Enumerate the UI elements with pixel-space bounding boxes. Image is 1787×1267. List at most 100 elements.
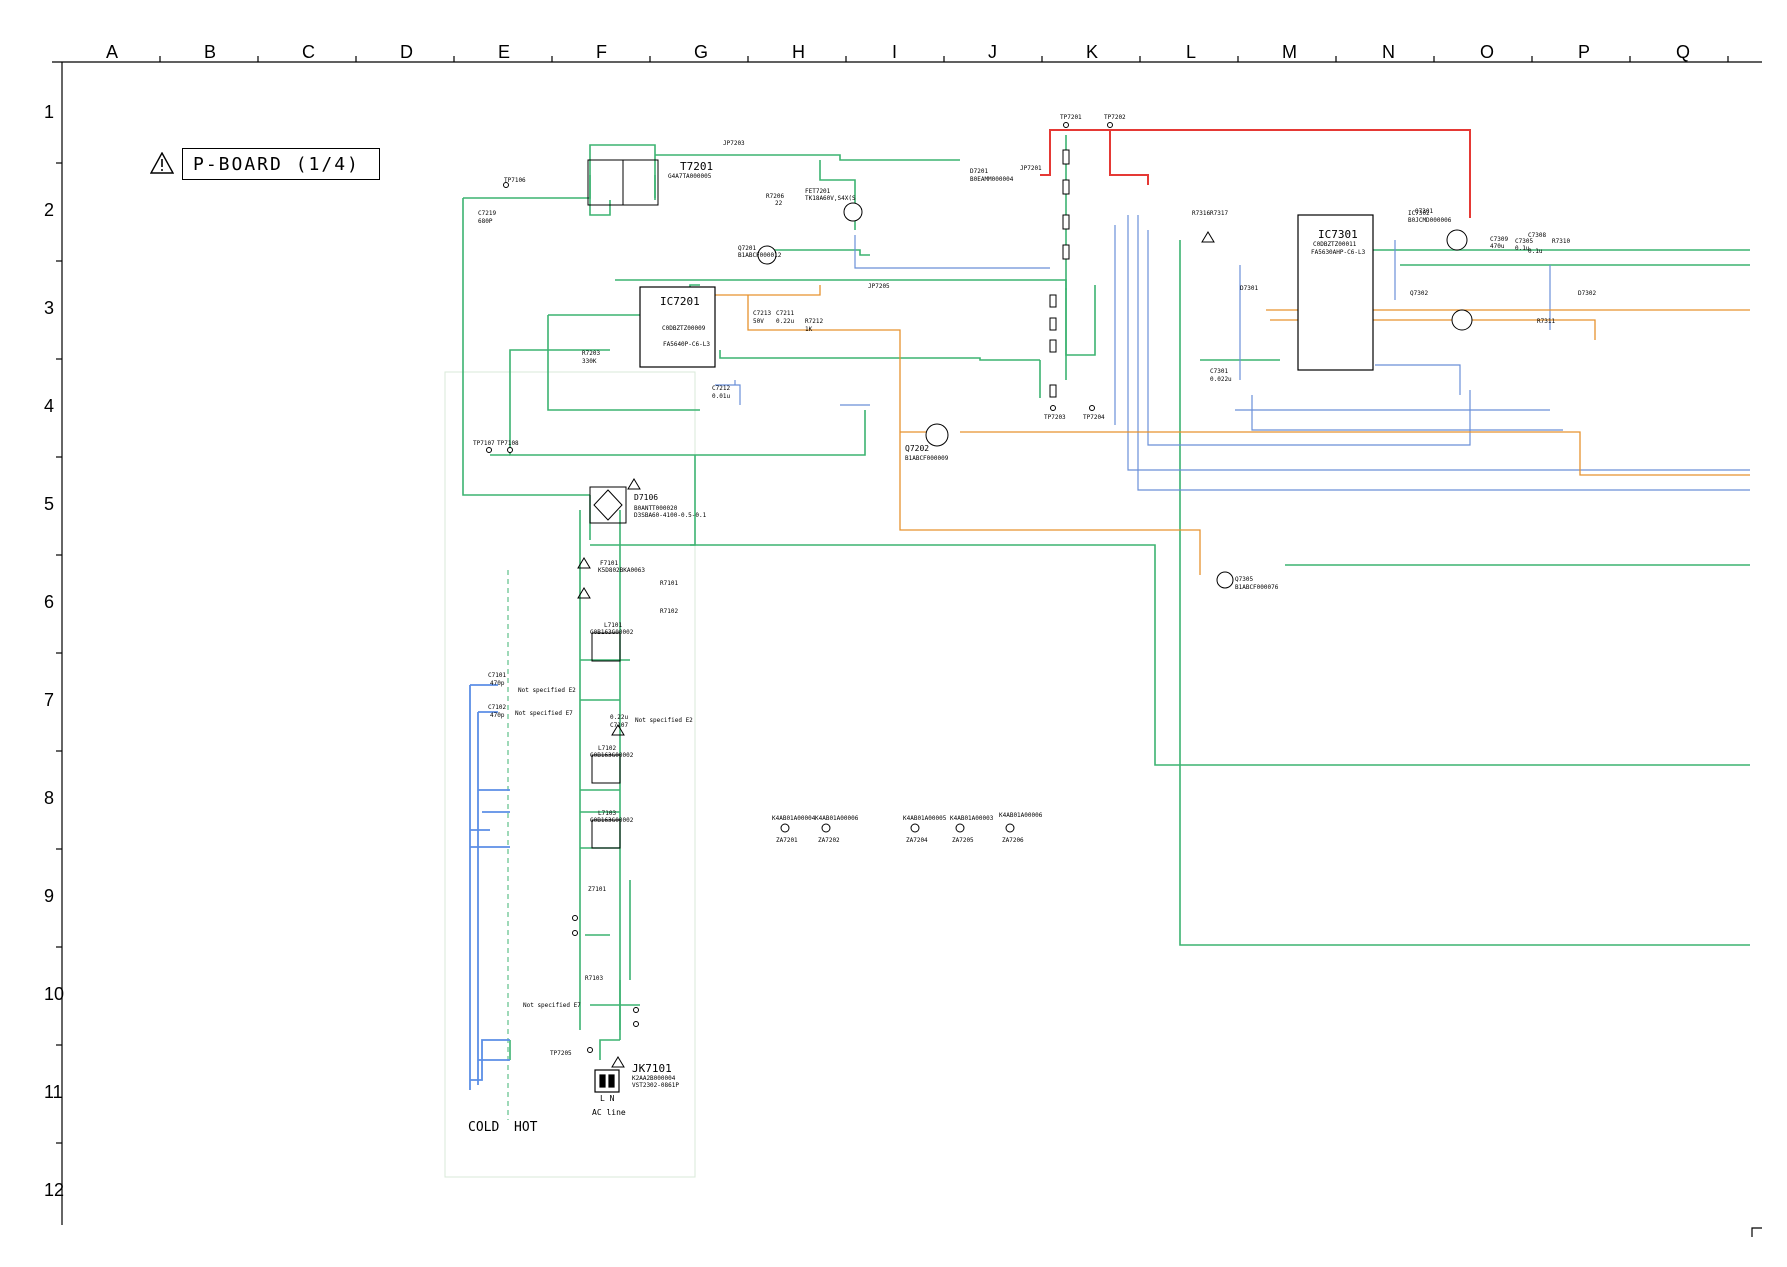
row-header: 1 bbox=[44, 102, 55, 122]
col-header: G bbox=[694, 42, 709, 62]
row-header: 7 bbox=[44, 690, 55, 710]
za-part-1: K4AB01A00004 bbox=[772, 815, 816, 822]
ic7201-part: C0DBZTZ00009 bbox=[662, 325, 706, 332]
c7301-label: C7301 bbox=[1210, 368, 1229, 375]
ac-line-label: AC line bbox=[592, 1108, 626, 1117]
l7103-part: G0B163G00002 bbox=[590, 817, 634, 824]
r7203-label: R7203 bbox=[582, 350, 601, 357]
c7211-value: 0.22u bbox=[776, 318, 795, 325]
c7308-value: 0.1u bbox=[1528, 248, 1543, 255]
d7106-sub: D3SBA60-4100-0.5-0.1 bbox=[634, 512, 707, 519]
r7103-label: R7103 bbox=[585, 975, 604, 982]
jk7101-part: K2AA2B000004 bbox=[632, 1075, 676, 1082]
ic7201-sub: FA5640P-C6-L3 bbox=[663, 341, 710, 348]
ic7301-part: C0DBZTZ00011 bbox=[1313, 241, 1357, 248]
c7212-label: C7212 bbox=[712, 385, 731, 392]
row-header: 2 bbox=[44, 200, 55, 220]
red-wires bbox=[1040, 129, 1471, 218]
ic7201-ref: IC7201 bbox=[660, 295, 700, 308]
row-header: 12 bbox=[44, 1180, 65, 1200]
col-header: H bbox=[792, 42, 805, 62]
l7101-label: L7101 bbox=[604, 622, 623, 629]
r7206-value: 22 bbox=[775, 200, 783, 207]
col-header: N bbox=[1382, 42, 1395, 62]
tp7205-label: TP7205 bbox=[550, 1050, 572, 1057]
r7310-label: R7310 bbox=[1552, 238, 1571, 245]
d7302-label: D7302 bbox=[1578, 290, 1597, 297]
col-header: F bbox=[596, 42, 607, 62]
row-header: 9 bbox=[44, 886, 55, 906]
row-header: 5 bbox=[44, 494, 55, 514]
col-header: M bbox=[1282, 42, 1297, 62]
c7212-value: 0.01u bbox=[712, 393, 731, 400]
c7219-value: 680P bbox=[478, 218, 493, 225]
fet7201-part: TK18A60V,S4X(S bbox=[805, 195, 856, 202]
jp7205-label: JP7205 bbox=[868, 283, 890, 290]
not-specified-2: Not specified E7 bbox=[515, 710, 573, 717]
r7102-label: R7102 bbox=[660, 608, 679, 615]
za-part-4: K4AB01A00003 bbox=[950, 815, 994, 822]
q7302-label: Q7302 bbox=[1410, 290, 1429, 297]
primary-region bbox=[444, 371, 696, 1178]
d7106-part: B0ANTT000020 bbox=[634, 505, 678, 512]
frame bbox=[52, 56, 1762, 1237]
r7212-value: 1K bbox=[805, 326, 813, 333]
jp7201-label: JP7201 bbox=[1020, 165, 1042, 172]
c7305-value: 0.1u bbox=[1515, 245, 1530, 252]
t7201-ref: T7201 bbox=[680, 160, 714, 173]
hot-zone-label: HOT bbox=[514, 1120, 538, 1135]
c7101-label: C7101 bbox=[488, 672, 507, 679]
r7311-label: R7311 bbox=[1537, 318, 1556, 325]
col-header: P bbox=[1578, 42, 1591, 62]
r7316-label: R7316 bbox=[1192, 210, 1211, 217]
row-header: 4 bbox=[44, 396, 55, 416]
q7305-part: B1ABCF000076 bbox=[1235, 584, 1279, 591]
tp7201-label: TP7201 bbox=[1060, 114, 1082, 121]
za7201-label: ZA7201 bbox=[776, 837, 798, 844]
ln-label: L N bbox=[600, 1094, 615, 1103]
d7201-part: B0EAMM000004 bbox=[970, 176, 1014, 183]
c7213-label: C7213 bbox=[753, 310, 772, 317]
d7106-bridge bbox=[589, 486, 627, 524]
ic7301-body bbox=[1297, 214, 1374, 371]
row-header: 11 bbox=[44, 1082, 63, 1102]
ic7301-ref: IC7301 bbox=[1318, 228, 1358, 241]
jk7101-ref: JK7101 bbox=[632, 1062, 672, 1075]
q7202-ref: Q7202 bbox=[905, 444, 930, 453]
c7101-value: 470p bbox=[490, 680, 505, 687]
za7202-label: ZA7202 bbox=[818, 837, 840, 844]
tp7202-label: TP7202 bbox=[1104, 114, 1126, 121]
q7201-part: B1ABCF000012 bbox=[738, 252, 782, 259]
tp7106-label: TP7106 bbox=[504, 177, 526, 184]
col-header: Q bbox=[1676, 42, 1691, 62]
za-part-5: K4AB01A00006 bbox=[999, 812, 1043, 819]
ground-wires bbox=[469, 684, 510, 1090]
c7213-value: 50V bbox=[753, 318, 764, 325]
c7107-label: C7107 bbox=[610, 722, 629, 729]
c7308-label: C7308 bbox=[1528, 232, 1547, 239]
l7102-part: G0B163G00002 bbox=[590, 752, 634, 759]
d7106-ref: D7106 bbox=[634, 493, 659, 502]
c7305-label: C7305 bbox=[1515, 238, 1534, 245]
ic7201-body bbox=[639, 286, 716, 368]
f7101-label: F7101 bbox=[600, 560, 619, 567]
q7201-label: Q7201 bbox=[738, 245, 757, 252]
ic7302-part: B0JCMD000006 bbox=[1408, 217, 1452, 224]
l7103-label: L7103 bbox=[598, 810, 617, 817]
r7206-label: R7206 bbox=[766, 193, 785, 200]
line-filters bbox=[591, 632, 621, 849]
not-specified-1: Not specified E2 bbox=[518, 687, 576, 694]
za7205-label: ZA7205 bbox=[952, 837, 974, 844]
za-part-3: K4AB01A00005 bbox=[903, 815, 947, 822]
l7101-part: G0B163G00002 bbox=[590, 629, 634, 636]
ic7302-label: IC7302 bbox=[1408, 210, 1430, 217]
blue-wires bbox=[715, 215, 1750, 491]
tp7203-label: TP7203 bbox=[1044, 414, 1066, 421]
jk7101-connector bbox=[594, 1069, 620, 1093]
not-specified-3: Not specified E2 bbox=[635, 717, 693, 724]
ic7301-sub: FA5630AHP-C6-L3 bbox=[1311, 249, 1366, 256]
row-header: 6 bbox=[44, 592, 55, 612]
z7101-label: Z7101 bbox=[588, 886, 607, 893]
